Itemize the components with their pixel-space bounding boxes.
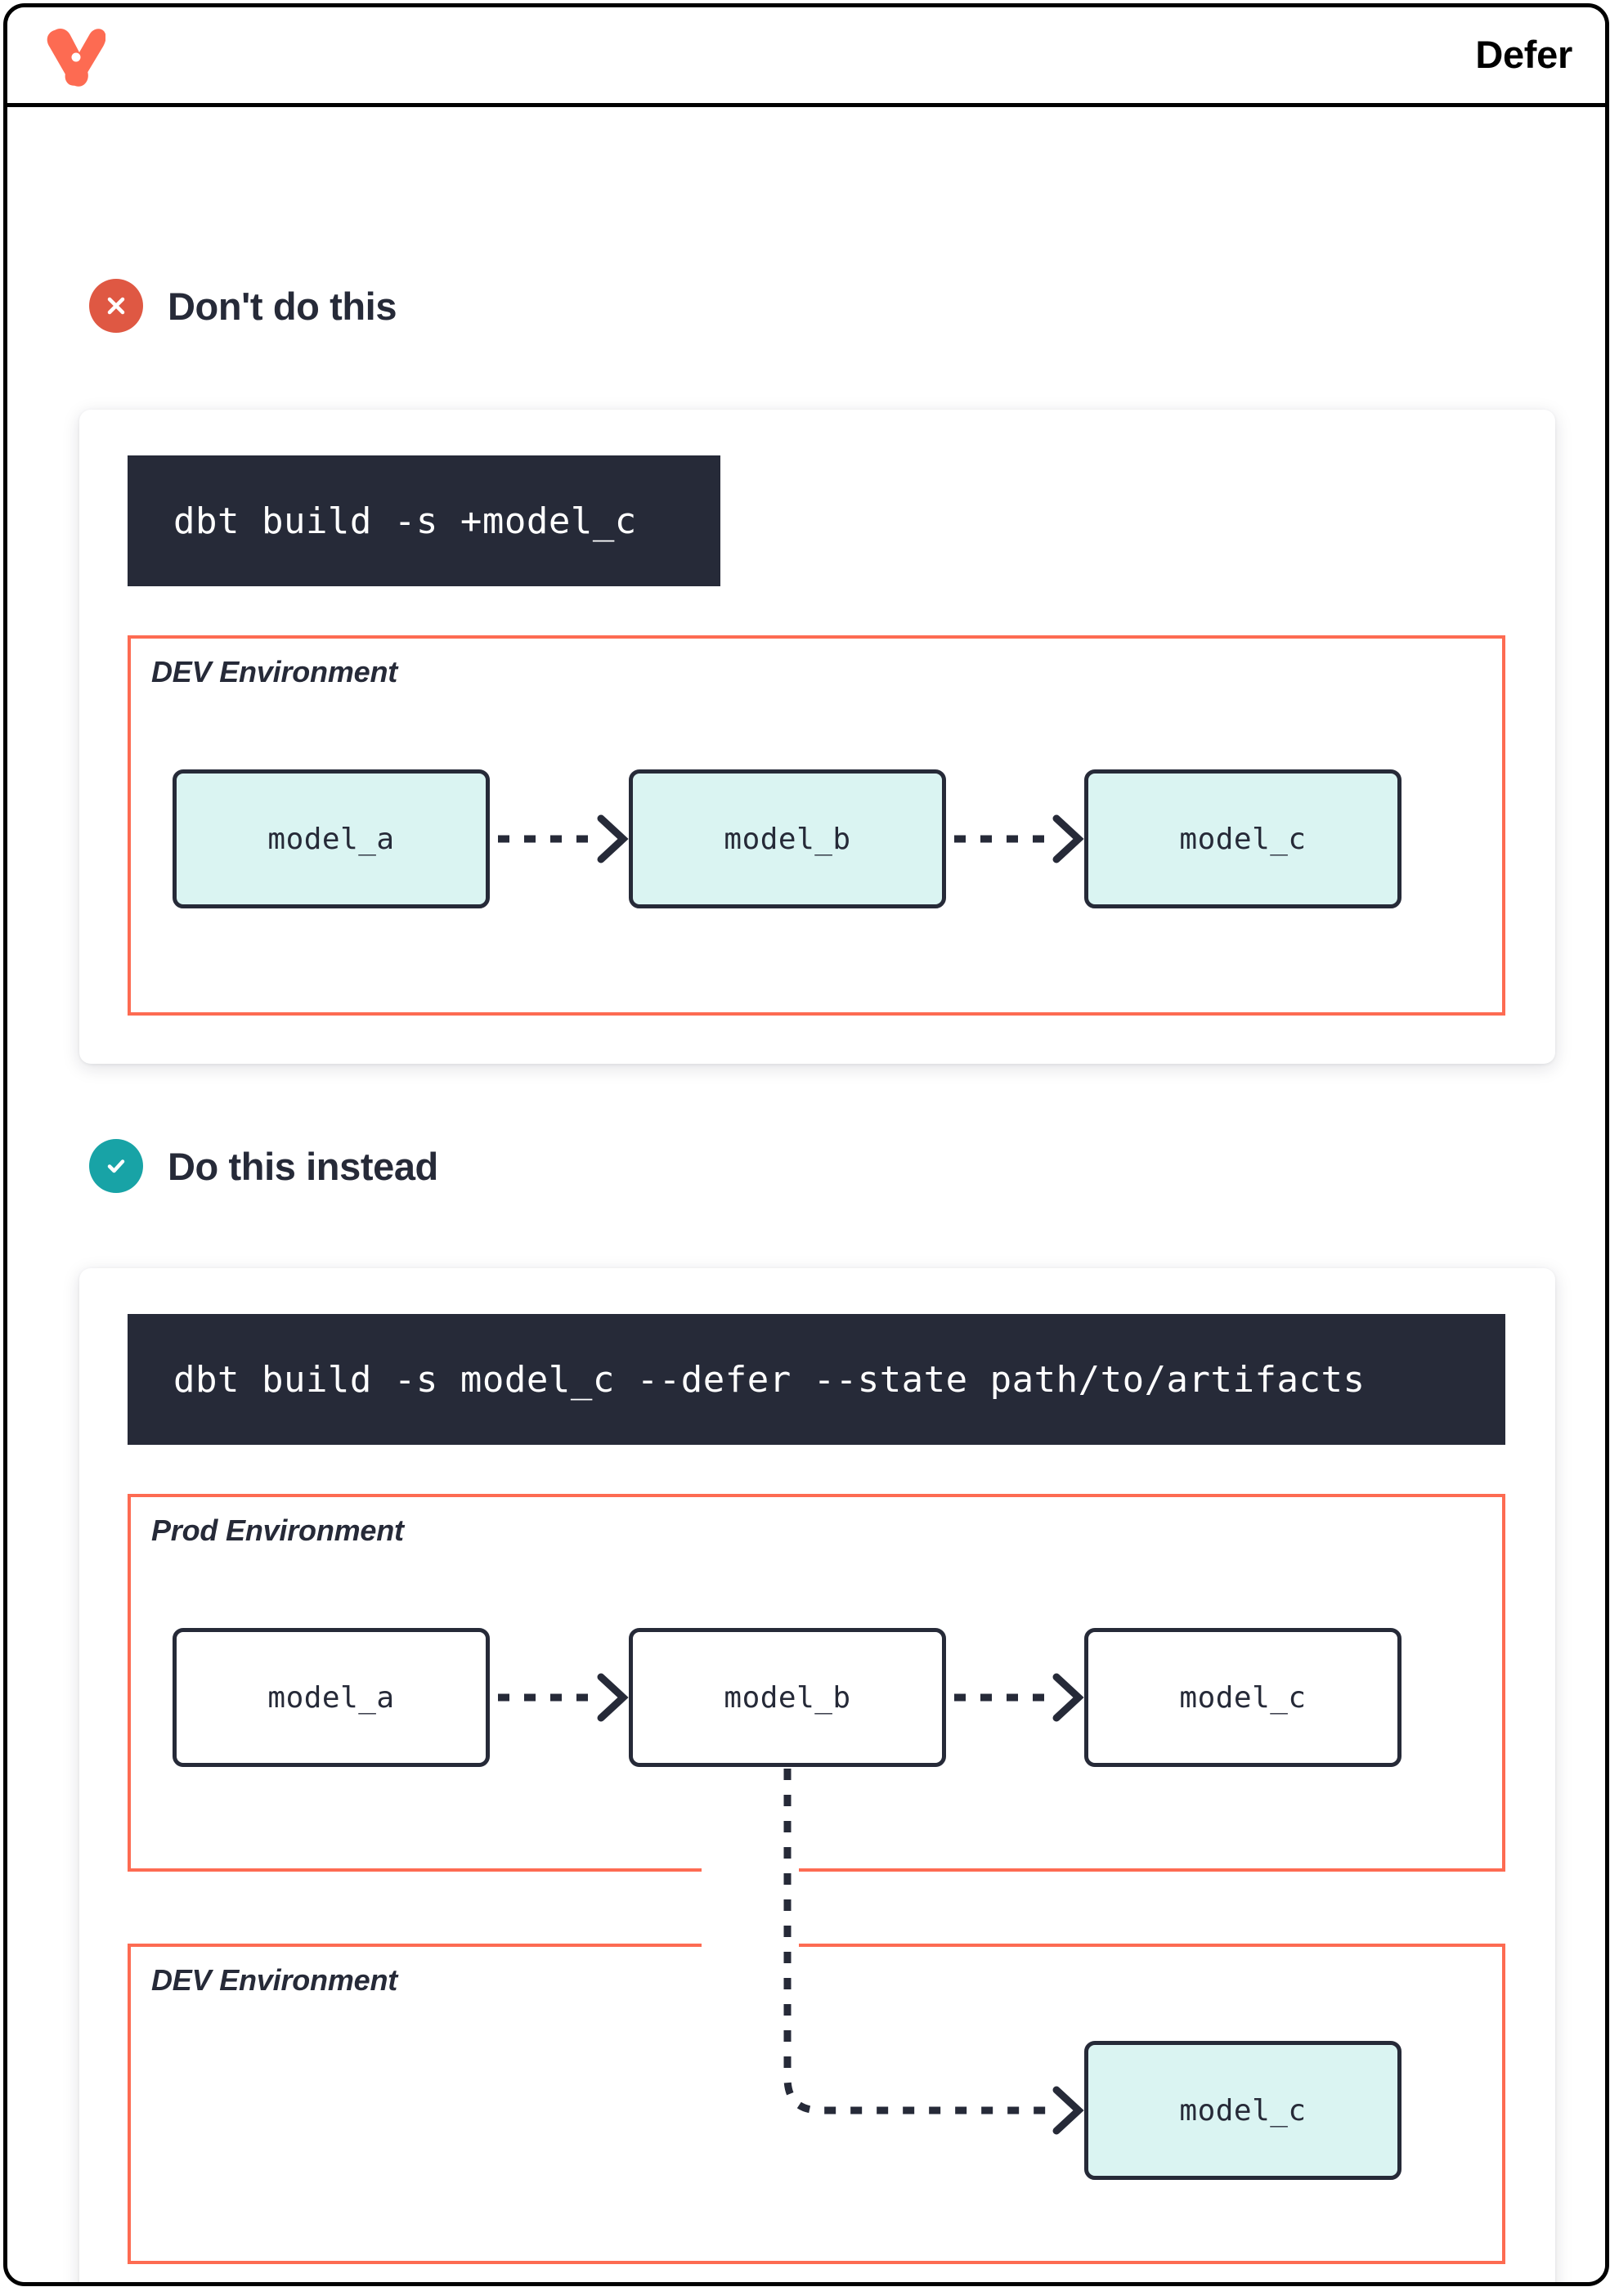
env-box-prod-bottom-right	[799, 1868, 1505, 1872]
section-title-do: Do this instead	[168, 1144, 438, 1188]
section-header-do: Do this instead	[89, 1139, 438, 1193]
model-node-b-prod: model_b	[629, 1628, 946, 1767]
model-node-a-dev1: model_a	[173, 769, 490, 908]
model-label: model_b	[724, 822, 851, 856]
header-bar: Defer	[7, 7, 1605, 107]
section-title-dont: Don't do this	[168, 284, 397, 328]
env-box-dev-2	[128, 1944, 1505, 2264]
poster-page: Defer Don't do this dbt build -s +model_…	[3, 3, 1609, 2286]
x-circle-icon	[89, 279, 143, 333]
model-node-a-prod: model_a	[173, 1628, 490, 1767]
env-box-dev2-top-left	[128, 1944, 702, 1947]
model-node-c-prod: model_c	[1084, 1628, 1401, 1767]
model-label: model_a	[267, 822, 395, 856]
model-label: model_c	[1179, 1680, 1307, 1715]
code-block-dont: dbt build -s +model_c	[128, 455, 720, 586]
dbt-logo-icon	[47, 25, 106, 89]
model-label: model_b	[724, 1680, 851, 1715]
env-box-prod	[128, 1494, 1505, 1872]
model-label: model_c	[1179, 822, 1307, 856]
env-box-dev2-top-right	[799, 1944, 1505, 1947]
model-node-b-dev1: model_b	[629, 769, 946, 908]
model-label: model_a	[267, 1680, 395, 1715]
env-label-dev-1: DEV Environment	[151, 655, 398, 688]
env-label-dev-2: DEV Environment	[151, 1963, 398, 1997]
env-box-dev-1	[128, 635, 1505, 1016]
card-dont-do-this: dbt build -s +model_c DEV Environment mo…	[79, 410, 1555, 1064]
env-box-prod-bottom-left	[128, 1868, 702, 1872]
section-header-dont: Don't do this	[89, 279, 397, 333]
model-label: model_c	[1179, 2093, 1307, 2128]
poster-content: Don't do this dbt build -s +model_c DEV …	[7, 107, 1605, 2282]
check-circle-icon	[89, 1139, 143, 1193]
page-title: Defer	[1475, 33, 1572, 76]
card-do-this-instead: dbt build -s model_c --defer --state pat…	[79, 1268, 1555, 2282]
code-block-do: dbt build -s model_c --defer --state pat…	[128, 1314, 1505, 1445]
model-node-c-dev2: model_c	[1084, 2041, 1401, 2180]
env-label-prod: Prod Environment	[151, 1513, 404, 1547]
model-node-c-dev1: model_c	[1084, 769, 1401, 908]
